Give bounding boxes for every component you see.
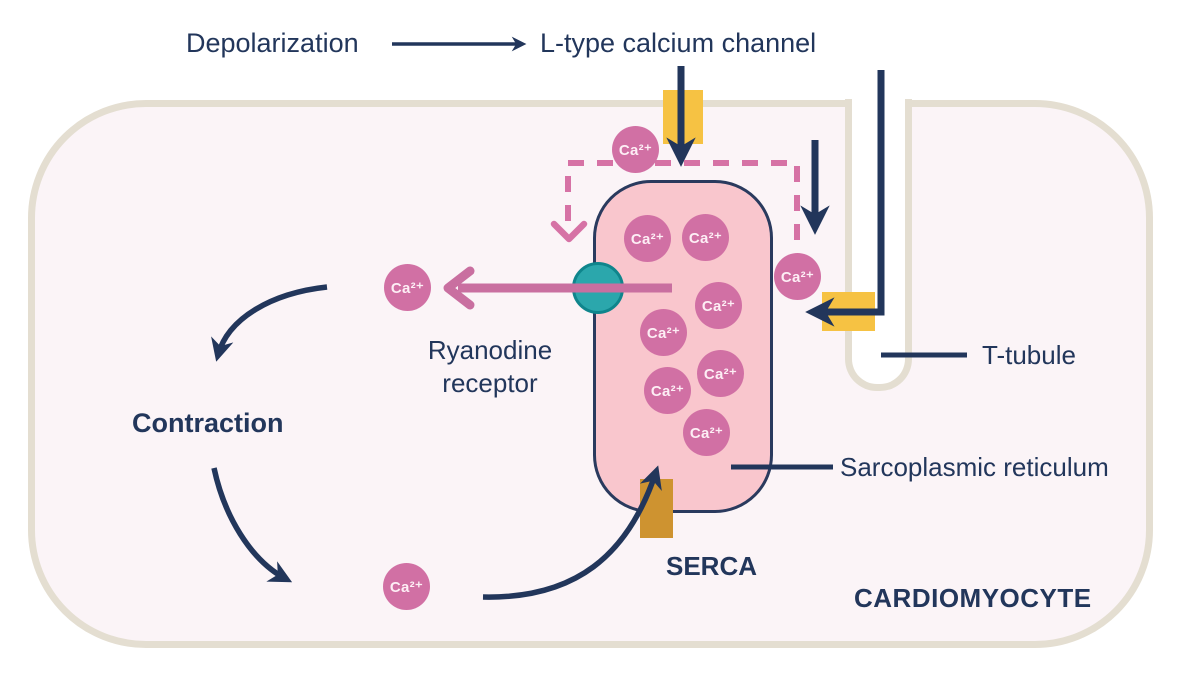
serca-label: SERCA [666,551,758,581]
calcium-ion: Ca²⁺ [612,126,659,173]
ryanodine-receptor-label: Ryanodine receptor [395,334,585,400]
sarcoplasmic-reticulum-label: Sarcoplasmic reticulum [840,452,1109,482]
calcium-ion-label: Ca²⁺ [630,230,665,248]
ryanodine-receptor-label-line1: Ryanodine [427,335,553,365]
calcium-ion: Ca²⁺ [683,409,730,456]
calcium-ion-label: Ca²⁺ [689,424,724,442]
calcium-ion: Ca²⁺ [383,563,430,610]
calcium-ion-label: Ca²⁺ [703,365,738,383]
calcium-ion: Ca²⁺ [640,309,687,356]
calcium-ion-label: Ca²⁺ [646,324,681,342]
calcium-ion: Ca²⁺ [774,253,821,300]
l-type-calcium-channel-label: L-type calcium channel [540,28,817,58]
calcium-ion-label: Ca²⁺ [650,382,685,400]
calcium-ion: Ca²⁺ [624,215,671,262]
calcium-ion: Ca²⁺ [695,282,742,329]
ryanodine-receptor-icon [572,262,624,314]
calcium-ion: Ca²⁺ [682,214,729,261]
depolarization-label: Depolarization [186,28,359,58]
contraction-label: Contraction [132,408,284,438]
calcium-ion-label: Ca²⁺ [688,229,723,247]
t-tubule-label: T-tubule [982,340,1076,370]
calcium-ion-label: Ca²⁺ [701,297,736,315]
calcium-ion-label: Ca²⁺ [618,141,653,159]
t-tubule-invagination [845,99,912,391]
calcium-ion: Ca²⁺ [644,367,691,414]
t-tubule-calcium-channel-icon [822,292,875,331]
calcium-ion-label: Ca²⁺ [780,268,815,286]
calcium-ion-label: Ca²⁺ [389,578,424,596]
cardiomyocyte-cell-membrane [28,100,1153,648]
calcium-ion-label: Ca²⁺ [390,279,425,297]
cardiomyocyte-label: CARDIOMYOCYTE [854,583,1092,613]
l-type-calcium-channel-icon [663,90,703,144]
calcium-ion: Ca²⁺ [384,264,431,311]
ryanodine-receptor-label-line2: receptor [442,368,538,398]
calcium-ion: Ca²⁺ [697,350,744,397]
serca-pump-icon [640,479,673,538]
